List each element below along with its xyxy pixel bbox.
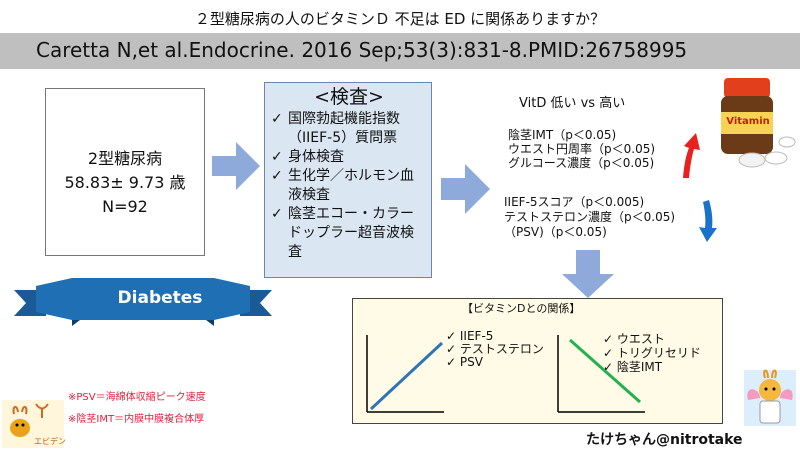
exam-title: <検査>	[314, 86, 384, 108]
citation-text: Caretta N,et al.Endocrine. 2016 Sep;53(3…	[36, 38, 688, 62]
logo-text: エビデン	[34, 437, 66, 446]
cohort-n: N=92	[102, 197, 148, 216]
negative-graph	[557, 335, 645, 413]
positive-graph	[366, 335, 444, 413]
footnote-imt: ※陰茎IMT＝内膜中膜複合体厚	[68, 414, 205, 425]
exam-item: ✓身体検査	[271, 149, 344, 165]
list-item: ✓ IIEF-5	[446, 329, 494, 343]
red-up-arrow-icon	[683, 133, 700, 178]
list-item: ✓ 陰茎IMT	[603, 360, 663, 374]
check-icon: ✓	[271, 149, 283, 165]
vitd-relationship-box	[352, 298, 723, 424]
relationship-title: 【ビタミンDとの関係】	[462, 302, 581, 315]
negative-trend-line	[569, 338, 641, 404]
footnote-psv: ※PSV＝海綿体収縮ピーク速度	[68, 392, 206, 403]
list-item: テストステロン濃度（p＜0.05)	[504, 210, 676, 224]
list-item: （PSV)（p＜0.05)	[504, 225, 607, 239]
list-item: グルコース濃度（p＜0.05)	[508, 156, 655, 170]
list-item: ✓ テストステロン	[446, 342, 544, 356]
decreased-list: IIEF-5スコア（p＜0.005) テストステロン濃度（p＜0.05) （PS…	[504, 195, 675, 240]
citation-banner	[0, 33, 800, 69]
list-item: ✓ PSV	[446, 355, 483, 369]
arrow-right-2	[441, 164, 490, 214]
cohort-age: 58.83± 9.73 歳	[64, 173, 186, 192]
diabetes-cohort-box: 2型糖尿病 58.83± 9.73 歳 N=92	[45, 88, 205, 256]
increased-list: 陰茎IMT（p＜0.05) ウエスト円周率（p＜0.05) グルコース濃度（p＜…	[508, 128, 655, 170]
positive-trend-line	[369, 341, 444, 411]
author-credit: たけちゃん@nitrotake	[586, 432, 743, 448]
negative-list: ✓ ウエスト ✓ トリグリセリド ✓ 陰茎IMT	[603, 332, 701, 374]
list-item: ✓ ウエスト	[603, 332, 665, 346]
list-item: IIEF-5スコア（p＜0.005)	[504, 195, 645, 209]
examination-box: <検査> ✓国際勃起機能指数（IIEF-5）質問票 ✓身体検査 ✓生化学／ホルモ…	[264, 82, 432, 278]
list-item: 陰茎IMT（p＜0.05)	[508, 128, 617, 142]
bottle-label: Vitamin	[726, 116, 770, 127]
arrow-right-1	[212, 142, 260, 190]
exam-item: ✓国際勃起機能指数（IIEF-5）質問票	[271, 111, 400, 146]
vitd-heading: VitD 低い vs 高い	[519, 96, 626, 111]
arrow-down	[562, 250, 614, 298]
list-item: ウエスト円周率（p＜0.05)	[508, 142, 656, 156]
exam-item: ✓生化学／ホルモン血液検査	[271, 168, 414, 203]
check-icon: ✓	[271, 168, 283, 184]
check-icon: ✓	[271, 111, 283, 127]
cohort-condition: 2型糖尿病	[87, 149, 163, 168]
slide-title: ２型糖尿病の人のビタミンＤ 不足は ED に関係ありますか？	[194, 10, 606, 28]
positive-list: ✓ IIEF-5 ✓ テストステロン ✓ PSV	[446, 330, 544, 369]
list-item: ✓ トリグリセリド	[603, 346, 701, 360]
exam-item: ✓陰茎エコー・カラードップラー超音波検査	[271, 206, 414, 260]
ribbon-label: Diabetes	[117, 288, 203, 308]
blue-down-arrow-icon	[699, 200, 717, 242]
check-icon: ✓	[271, 206, 283, 222]
exam-list: ✓国際勃起機能指数（IIEF-5）質問票 ✓身体検査 ✓生化学／ホルモン血液検査…	[271, 110, 427, 262]
